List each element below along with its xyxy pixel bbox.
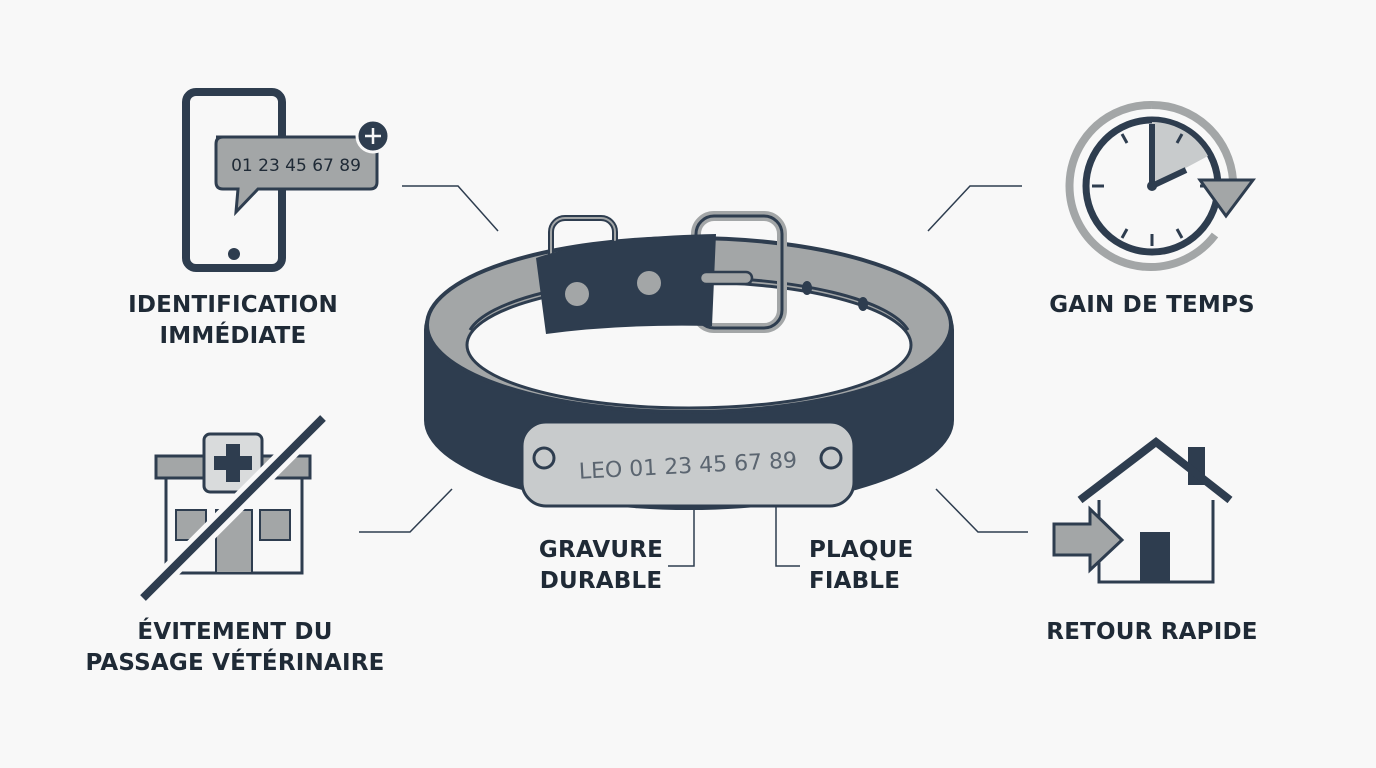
label-engraving-line2: DURABLE: [539, 568, 663, 594]
house-door: [1140, 532, 1170, 582]
label-engraving: GRAVURE DURABLE: [530, 535, 672, 597]
prohibition-slash: [140, 415, 326, 601]
label-engraving-line1: GRAVURE: [538, 537, 664, 563]
label-identification: IDENTIFICATION IMMÉDIATE: [118, 290, 348, 352]
label-identification-line2: IMMÉDIATE: [159, 323, 307, 349]
label-vet-line2: PASSAGE VÉTÉRINAIRE: [85, 650, 385, 676]
label-plate-line2: FIABLE: [809, 568, 901, 594]
phone-message-icon: 01 23 45 67 89: [182, 88, 391, 272]
phone-home-button: [228, 248, 240, 260]
phone-number-text: 01 23 45 67 89: [231, 156, 361, 176]
label-return-line1: RETOUR RAPIDE: [1046, 619, 1258, 645]
plate-rivet-right: [819, 446, 843, 470]
label-vet-line1: ÉVITEMENT DU: [137, 619, 333, 645]
home-arrow-icon: [1052, 436, 1233, 584]
arrow-right-icon: [1052, 505, 1125, 574]
name-plate: [520, 420, 856, 508]
label-time-line1: GAIN DE TEMPS: [1049, 292, 1255, 318]
label-plate-line1: PLAQUE: [809, 537, 914, 563]
label-vet: ÉVITEMENT DU PASSAGE VÉTÉRINAIRE: [80, 617, 390, 679]
plate-rivet-left: [532, 446, 556, 470]
clock-arrow-icon: [1065, 100, 1256, 271]
connector-lines: [359, 185, 1028, 567]
label-plate: PLAQUE FIABLE: [809, 535, 929, 597]
crossed-clinic-icon: [136, 411, 330, 605]
circular-arrow-head: [1197, 178, 1256, 219]
label-return: RETOUR RAPIDE: [1030, 617, 1274, 648]
label-time: GAIN DE TEMPS: [1030, 290, 1274, 321]
dog-collar-illustration: LEO 01 23 45 67 89: [424, 211, 954, 510]
label-identification-line1: IDENTIFICATION: [128, 292, 338, 318]
